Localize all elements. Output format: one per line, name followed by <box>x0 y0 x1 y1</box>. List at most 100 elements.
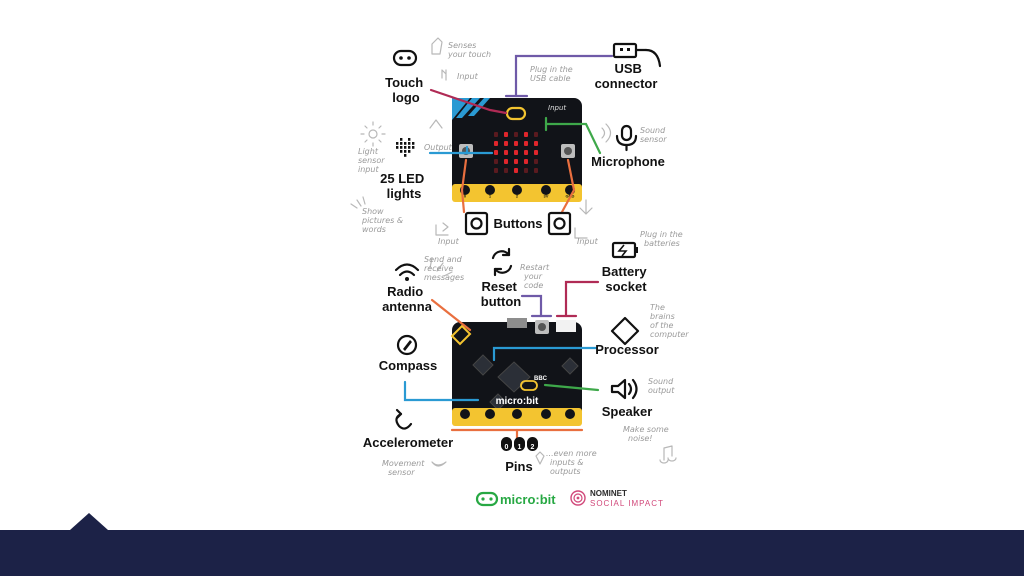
note-input-touch: Input <box>457 72 479 81</box>
led-cell <box>524 141 528 146</box>
touch-logo-icon <box>392 49 418 67</box>
sketch-doodles <box>350 37 677 467</box>
led-cell <box>504 168 508 173</box>
led-cell <box>514 141 518 146</box>
microphone-icon <box>615 124 638 152</box>
speaker-icon <box>610 378 638 400</box>
pin-hole <box>565 409 575 419</box>
pin-label: 3V <box>544 194 549 199</box>
note-movement-sensor: Movement sensor <box>382 459 427 477</box>
led-icon-dot <box>400 150 403 153</box>
led-icon-dot <box>400 142 403 145</box>
connector-lines <box>403 54 614 440</box>
board-input-note: Input <box>548 104 566 112</box>
note-light-sensor: Light sensor input <box>358 147 387 174</box>
note-input-left: Input <box>438 237 460 246</box>
led-cell <box>534 141 538 146</box>
note-senses-touch: Senses your touch <box>447 41 491 59</box>
note-show-pictures: Show pictures & words <box>361 207 406 234</box>
processor-chip <box>497 361 531 393</box>
led-cell <box>494 141 498 146</box>
microbit-logo: micro:bit <box>475 491 556 507</box>
pin-hole <box>512 185 522 195</box>
note-send-receive: Send and receive messages <box>424 255 464 282</box>
microphone-label: Microphone <box>591 154 665 169</box>
led-icon-dot <box>412 142 415 145</box>
social-impact-text: SOCIAL IMPACT <box>590 499 664 508</box>
usb-connector-label: USB connector <box>595 61 658 91</box>
led-lights-label: 25 LED lights <box>380 171 428 201</box>
led-icon-dot <box>408 150 411 153</box>
led-cell <box>514 132 518 137</box>
accelerometer-icon <box>395 408 413 430</box>
buttons-label: Buttons <box>493 216 542 231</box>
led-icon-dot <box>408 146 411 149</box>
led-icon-dot <box>400 146 403 149</box>
led-cell <box>534 132 538 137</box>
button-a-icon <box>464 211 489 236</box>
pin-hole <box>512 409 522 419</box>
led-cell <box>524 159 528 164</box>
radio-antenna-label: Radio antenna <box>382 284 433 314</box>
note-brains: The brains of the computer <box>650 303 689 339</box>
accelerometer-label: Accelerometer <box>363 435 453 450</box>
led-cell <box>534 168 538 173</box>
led-cell <box>494 168 498 173</box>
compass-icon <box>396 334 418 356</box>
led-icon-dot <box>412 146 415 149</box>
back-board: BBC micro:bit <box>450 318 582 426</box>
pin-hole <box>541 409 551 419</box>
pin-label: 0 <box>464 194 467 199</box>
led-cell <box>514 168 518 173</box>
battery-icon <box>611 241 638 259</box>
radio-antenna-icon <box>394 263 420 281</box>
processor-icon <box>610 316 640 346</box>
led-cell <box>524 168 528 173</box>
processor-label: Processor <box>595 342 659 357</box>
note-plug-battery: Plug in the batteries <box>640 230 685 248</box>
pin-1-label: 1 <box>518 444 522 451</box>
note-sound-sensor: Sound sensor <box>640 126 668 144</box>
nominet-text: NOMINET <box>590 489 627 498</box>
led-grid-icon <box>396 138 415 157</box>
led-icon-dot <box>400 138 403 141</box>
led-cell <box>494 132 498 137</box>
led-cell <box>534 159 538 164</box>
battery-socket-label: Battery socket <box>602 264 650 294</box>
led-icon-dot <box>408 142 411 145</box>
note-input-right: Input <box>577 237 599 246</box>
board-touch-logo <box>505 106 527 121</box>
led-cell <box>524 132 528 137</box>
led-icon-dot <box>404 142 407 145</box>
led-icon-dot <box>404 150 407 153</box>
reset-icon <box>491 247 513 277</box>
pin-hole <box>541 185 551 195</box>
note-more-io: ...even more inputs & outputs <box>546 449 599 476</box>
button-b-icon <box>547 211 572 236</box>
led-cell <box>514 159 518 164</box>
led-cell <box>504 159 508 164</box>
led-cell <box>514 150 518 155</box>
pin-label: 1 <box>489 194 492 199</box>
led-cell <box>524 150 528 155</box>
pins-icon: 0 1 2 <box>501 437 538 451</box>
pin-hole <box>485 185 495 195</box>
pin-label: 2 <box>516 194 519 199</box>
led-cell <box>534 150 538 155</box>
note-make-noise: Make some noise! <box>623 425 671 443</box>
footer-notch <box>70 513 108 530</box>
pin-0-label: 0 <box>505 444 509 451</box>
touch-logo-label: Touch logo <box>385 75 427 105</box>
led-icon-dot <box>396 142 399 145</box>
pin-hole <box>485 409 495 419</box>
back-pin-row <box>460 409 575 419</box>
led-cell <box>494 159 498 164</box>
led-icon-dot <box>396 146 399 149</box>
nominet-logo: NOMINET SOCIAL IMPACT <box>570 489 664 508</box>
led-icon-dot <box>404 146 407 149</box>
note-plug-usb: Plug in the USB cable <box>530 65 575 83</box>
pin-hole <box>460 409 470 419</box>
bbc-text: BBC <box>534 376 548 382</box>
led-cell <box>494 150 498 155</box>
